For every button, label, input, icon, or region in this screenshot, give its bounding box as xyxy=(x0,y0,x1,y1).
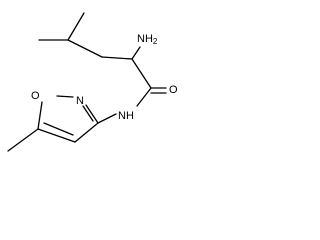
bond-isobutyl-ch xyxy=(67,39,103,58)
bond-alpha-to-nh2 xyxy=(131,46,141,60)
bond-ring-o-c5 xyxy=(37,101,43,130)
bond-ring-c4-c3 xyxy=(74,122,99,143)
bond-ch2-to-alpha xyxy=(101,56,133,60)
structure-svg: NH2 O O N NH xyxy=(7,12,178,152)
atom-label-nh2: NH2 xyxy=(137,33,158,46)
chemical-structure-diagram: NH2 O O N NH xyxy=(7,12,178,152)
bond-carbonyl-to-nh xyxy=(136,87,152,107)
bond-ring-c5-c4 xyxy=(37,128,76,143)
bond-ring-n-o xyxy=(56,95,74,98)
atom-label-ring-oxygen: O xyxy=(31,90,40,102)
bond-methyl-up xyxy=(67,12,85,41)
bond-alpha-to-carbonyl xyxy=(131,58,152,89)
atom-label-carbonyl-oxygen: O xyxy=(169,84,178,96)
bond-ring-c3-n-double xyxy=(82,105,94,122)
bond-ring-c3-n xyxy=(85,104,99,124)
atom-label-ring-nitrogen: N xyxy=(76,95,84,107)
bond-nh-to-ring xyxy=(97,113,117,124)
atom-label-amide-nh: NH xyxy=(118,110,134,122)
bond-ring-methyl xyxy=(7,128,39,152)
atom-label-nh2-subscript: 2 xyxy=(153,37,158,46)
atom-label-nh2-main: NH xyxy=(137,33,153,45)
bond-ring-c5-c4-double xyxy=(43,122,74,136)
